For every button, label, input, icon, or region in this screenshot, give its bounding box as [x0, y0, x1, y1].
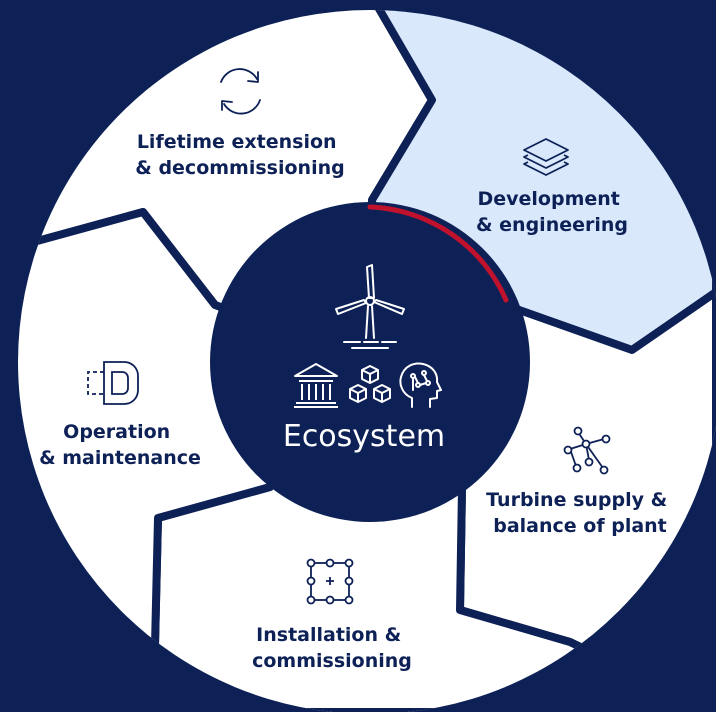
center-title: Ecosystem	[283, 419, 445, 454]
operation-label: Operation & maintenance	[39, 421, 201, 469]
network-icon	[563, 426, 611, 475]
development-label: Development & engineering	[476, 188, 628, 236]
layers-icon	[523, 138, 569, 176]
turbine-label: Turbine supply & balance of plant	[486, 489, 674, 537]
refresh-icon	[220, 68, 261, 115]
center-hub	[210, 202, 530, 522]
wind-turbine-icon	[335, 264, 405, 349]
frame-plus-icon	[306, 558, 354, 605]
institution-icon	[294, 363, 338, 408]
ai-head-icon	[399, 362, 442, 408]
d-bracket-icon	[87, 361, 139, 405]
progress-arc	[367, 204, 509, 303]
lifetime-label: Lifetime extension & decommissioning	[135, 131, 344, 179]
installation-label: Installation & commissioning	[252, 624, 412, 672]
cubes-icon	[349, 365, 391, 403]
